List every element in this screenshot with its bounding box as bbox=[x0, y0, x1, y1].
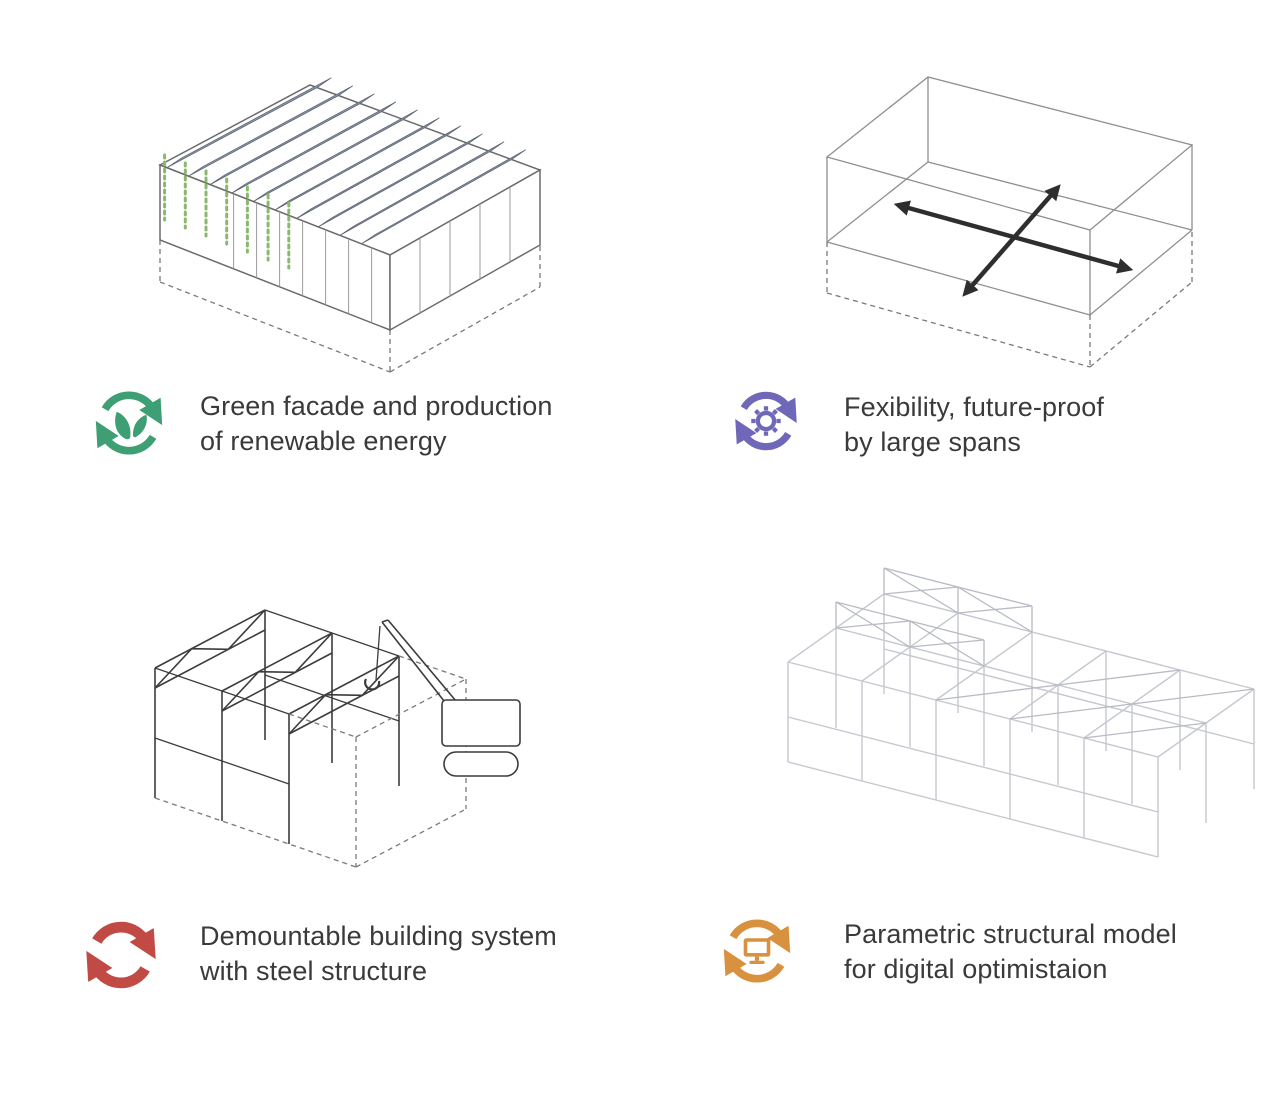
caption-line: Demountable building system bbox=[200, 921, 557, 951]
building-solar-green-facade-illustration bbox=[158, 77, 542, 373]
gear-glyph bbox=[751, 406, 781, 436]
caption-line: Green facade and production bbox=[200, 391, 553, 421]
caption-green-facade: Green facade and production of renewable… bbox=[88, 382, 552, 464]
parametric-structural-model-illustration bbox=[787, 567, 1255, 858]
caption-line: by large spans bbox=[844, 427, 1022, 457]
wall-mullions bbox=[233, 187, 511, 323]
crane-hook bbox=[364, 678, 381, 691]
crane bbox=[364, 619, 521, 777]
caption-line: Fexibility, future-proof bbox=[844, 392, 1104, 422]
right-wall bbox=[389, 168, 541, 332]
footprint-dashed-outline bbox=[826, 230, 1193, 368]
caption-flexibility: Fexibility, future-proof by large spans bbox=[728, 383, 1104, 460]
roof-bracing bbox=[935, 669, 1255, 739]
recycle-arrows-icon bbox=[86, 921, 156, 989]
caption-demountable: Demountable building system with steel s… bbox=[78, 912, 557, 998]
recycle-leaves-icon bbox=[95, 391, 163, 455]
erected-frames bbox=[154, 609, 400, 845]
caption-line: Parametric structural model bbox=[844, 919, 1177, 949]
roof-trusses bbox=[835, 567, 1033, 667]
crane-cab bbox=[441, 699, 521, 747]
leaves-glyph bbox=[115, 411, 147, 440]
large-span-box-illustration bbox=[825, 76, 1194, 368]
footprint-dashed-outline bbox=[159, 240, 541, 373]
caption-line: of renewable energy bbox=[200, 426, 447, 456]
monitor-glyph bbox=[743, 938, 771, 965]
span-arrows bbox=[893, 184, 1134, 297]
unbuilt-volume-dashed bbox=[154, 655, 467, 868]
crane-tracks bbox=[443, 751, 519, 777]
wireframe-box bbox=[825, 76, 1194, 316]
caption-line: with steel structure bbox=[200, 956, 428, 986]
cycle-monitor-icon bbox=[723, 919, 791, 983]
caption-line: for digital optimistaion bbox=[844, 954, 1108, 984]
steel-frame-erection-illustration bbox=[154, 609, 521, 868]
caption-parametric: Parametric structural model for digital … bbox=[716, 910, 1177, 992]
solar-panels bbox=[166, 77, 526, 245]
cycle-gear-icon bbox=[735, 391, 797, 451]
